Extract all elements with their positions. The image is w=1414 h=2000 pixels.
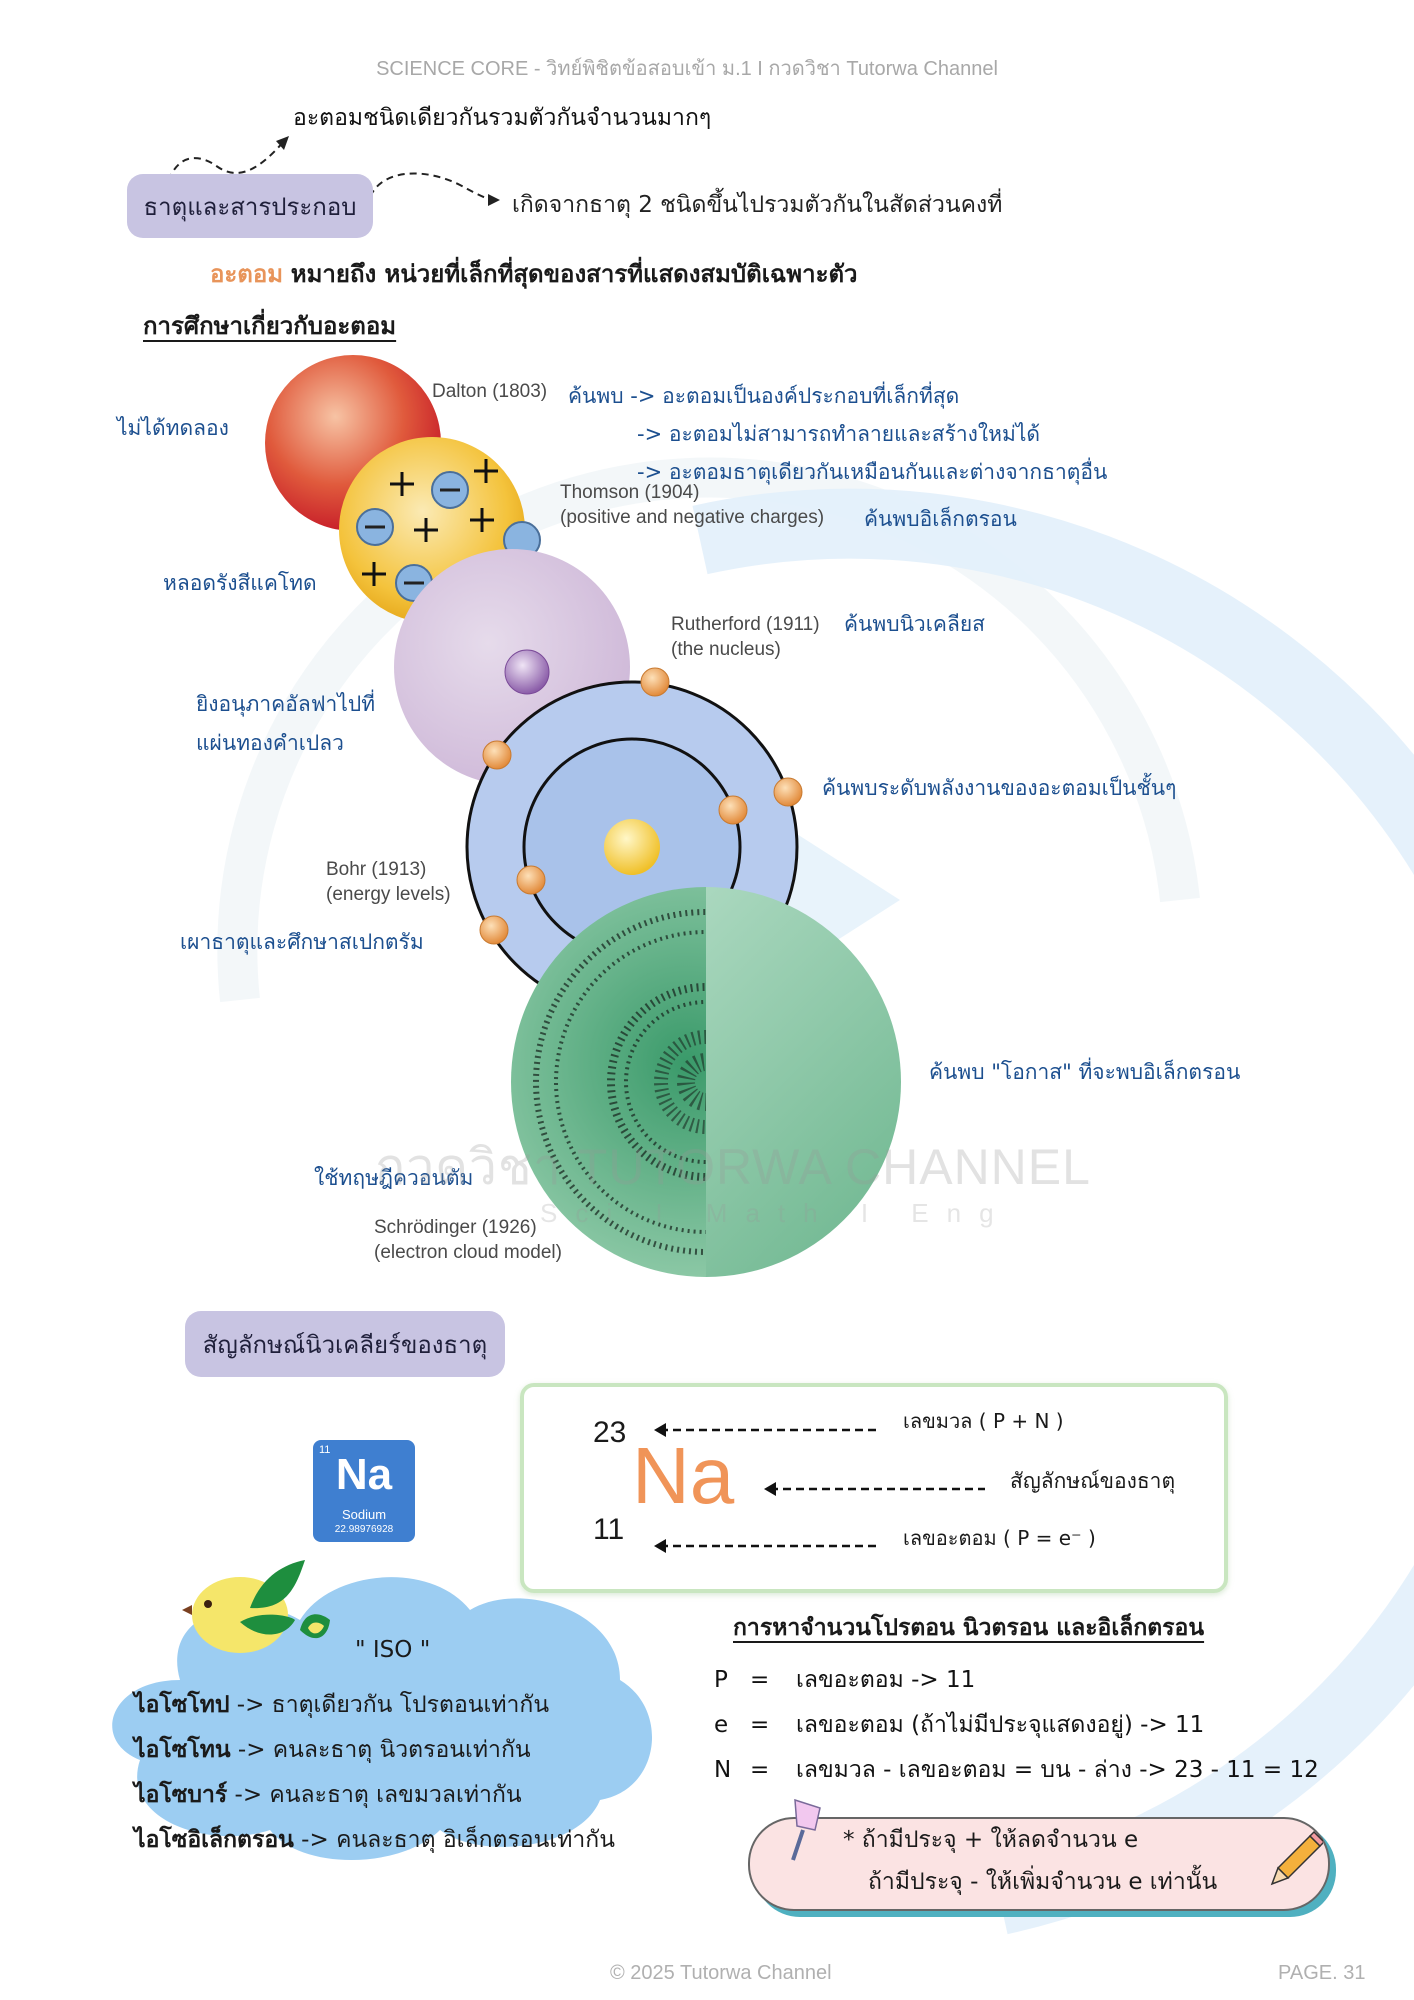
rutherford-finding: ค้นพบนิวเคลียส [844,612,985,636]
tile-name: Sodium [341,1507,387,1522]
element-symbol: Na [632,1431,735,1520]
sodium-tile: 11 Na Sodium 22.98976928 [313,1440,415,1542]
mass-number: 23 [593,1416,627,1449]
schrodinger-subtitle: (electron cloud model) [374,1242,562,1263]
dalton-finding-2: -> อะตอมไม่สามารถทำลายและสร้างใหม่ได้ [637,422,1041,446]
arrow-left-icon [654,1539,666,1553]
rutherford-method-1: ยิงอนุภาคอัลฟาไปที่ [196,692,376,716]
calc-row-n: N=เลขมวล - เลขอะตอม = บน - ล่าง -> 23 - … [714,1757,1319,1783]
dashed-arrows [164,136,500,209]
tile-mass: 22.98976928 [334,1524,394,1535]
schrodinger-method: ใช้ทฤษฎีควอนตัม [314,1166,474,1190]
page-header: SCIENCE CORE - วิทย์พิชิตข้อสอบเข้า ม.1 … [376,58,998,80]
iso-item: ไอโซอิเล็กตรอน -> คนละธาตุ อิเล็กตรอนเท่… [134,1827,615,1853]
rutherford-nucleus [504,649,550,695]
nuclear-symbol-pill: สัญลักษณ์นิวเคลียร์ของธาตุ [185,1311,505,1377]
arrow-head-icon [276,136,289,150]
charge-note-box [748,1817,1330,1911]
schrodinger-model [511,887,901,1277]
schrodinger-label: Schrödinger (1926) [374,1217,537,1238]
arrow-head-icon [488,194,500,206]
calc-title: การหาจำนวนโปรตอน นิวตรอน และอิเล็กตรอน [733,1615,1205,1641]
iso-item: ไอโซบาร์ -> คนละธาตุ เลขมวลเท่ากัน [134,1782,522,1808]
bird-icon [182,1560,330,1653]
bohr-method: เผาธาตุและศึกษาสเปกตรัม [180,930,424,954]
pencil-icon [1270,1830,1323,1886]
section-title-atom-study: การศึกษาเกี่ยวกับอะตอม [143,312,397,340]
watermark-text: กวดวิชา TUTORWA CHANNEL [375,1139,1091,1195]
thomson-method: หลอดรังสีแคโทด [163,571,317,595]
element-definition: อะตอมชนิดเดียวกันรวมตัวกันจำนวนมากๆ [293,105,712,131]
calc-row-p: P=เลขอะตอม -> 11 [714,1667,976,1693]
iso-item: ไอโซโทป -> ธาตุเดียวกัน โปรตอนเท่ากัน [134,1692,550,1718]
arrow-left-icon [764,1482,776,1496]
rutherford-label: Rutherford (1911) [671,614,820,635]
tile-atomic-number: 11 [319,1444,331,1456]
atom-term: อะตอม [210,260,284,288]
bohr-label: Bohr (1913) [326,859,427,880]
atom-models-illustration [265,355,901,1277]
schrodinger-finding: ค้นพบ "โอกาส" ที่จะพบอิเล็กตรอน [929,1060,1241,1084]
thomson-label: Thomson (1904) [560,482,700,503]
bohr-finding: ค้นพบระดับพลังงานของอะตอมเป็นชั้นๆ [822,776,1177,800]
thomson-subtitle: (positive and negative charges) [560,507,825,528]
bohr-subtitle: (energy levels) [326,884,451,905]
arrow-left-icon [654,1423,666,1437]
atom-definition: อะตอม หมายถึง หน่วยที่เล็กที่สุดของสารที… [210,254,858,293]
element-symbol-label: สัญลักษณ์ของธาตุ [1010,1469,1176,1493]
watermark-subtext: Sci I Math I Eng [540,1198,1012,1228]
iso-title: " ISO " [355,1637,431,1663]
atomic-number: 11 [593,1513,625,1546]
dalton-label: Dalton (1803) [432,381,548,402]
rutherford-method-2: แผ่นทองคำเปลว [196,731,344,755]
element-compound-pill: ธาตุและสารประกอบ [127,174,373,238]
dalton-finding-3: -> อะตอมธาตุเดียวกันเหมือนกันและต่างจากธ… [637,460,1108,484]
atomic-number-label: เลขอะตอม ( P = e⁻ ) [903,1526,1096,1550]
atom-definition-text: หมายถึง หน่วยที่เล็กที่สุดของสารที่แสดงส… [290,260,858,288]
dalton-finding-1: ค้นพบ -> อะตอมเป็นองค์ประกอบที่เล็กที่สุ… [568,384,960,408]
footer-copyright: © 2025 Tutorwa Channel [610,1962,832,1984]
calc-rows: P=เลขอะตอม -> 11 e=เลขอะตอม (ถ้าไม่มีประ… [714,1658,1319,1793]
calc-row-e: e=เลขอะตอม (ถ้าไม่มีประจุแสดงอยู่) -> 11 [714,1712,1205,1738]
page-number: PAGE. 31 [1278,1962,1366,1984]
pushpin-icon [791,1798,821,1861]
iso-list: ไอโซโทป -> ธาตุเดียวกัน โปรตอนเท่ากัน ไอ… [134,1683,615,1863]
thomson-finding: ค้นพบอิเล็กตรอน [864,507,1017,531]
note-line-2: ถ้ามีประจุ - ให้เพิ่มจำนวน e เท่านั้น [868,1869,1218,1895]
iso-item: ไอโซโทน -> คนละธาตุ นิวตรอนเท่ากัน [134,1737,531,1763]
dalton-method: ไม่ได้ทดลอง [117,416,229,440]
symbol-arrows [654,1423,985,1553]
compound-definition: เกิดจากธาตุ 2 ชนิดขึ้นไปรวมตัวกันในสัดส่… [512,192,1003,218]
mass-number-label: เลขมวล ( P + N ) [903,1409,1064,1433]
tile-symbol: Na [335,1450,393,1499]
note-line-1: * ถ้ามีประจุ + ให้ลดจำนวน e [843,1827,1139,1853]
rutherford-subtitle: (the nucleus) [671,639,781,660]
